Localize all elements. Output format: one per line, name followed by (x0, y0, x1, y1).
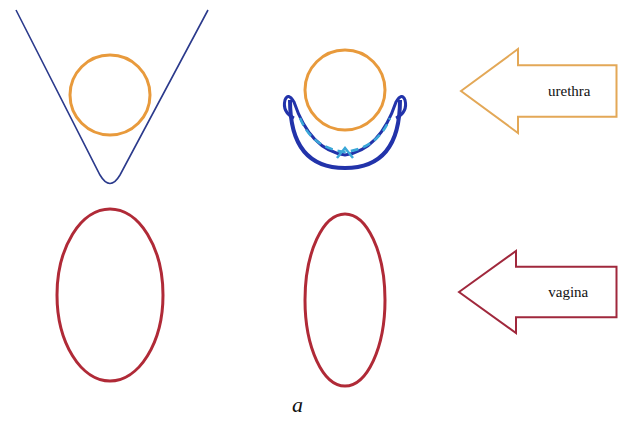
vagina-ellipse (305, 214, 385, 386)
urethra-circle (70, 55, 150, 135)
panel-letter: a (292, 392, 303, 418)
v-line (16, 10, 208, 184)
urethra-circle (305, 50, 385, 130)
arrow-outline (461, 49, 617, 133)
arrow-label-box: vagina (458, 250, 618, 334)
arrow-label-box: urethra (460, 48, 618, 134)
structure-name: vagina (548, 284, 588, 301)
tension-caret (337, 148, 353, 158)
arrow-shape (458, 250, 618, 334)
arrow-outline (459, 251, 617, 333)
arrow-shape (460, 48, 618, 134)
sling-band (290, 100, 400, 168)
structure-name: urethra (548, 83, 590, 100)
vagina-ellipse (57, 209, 163, 381)
